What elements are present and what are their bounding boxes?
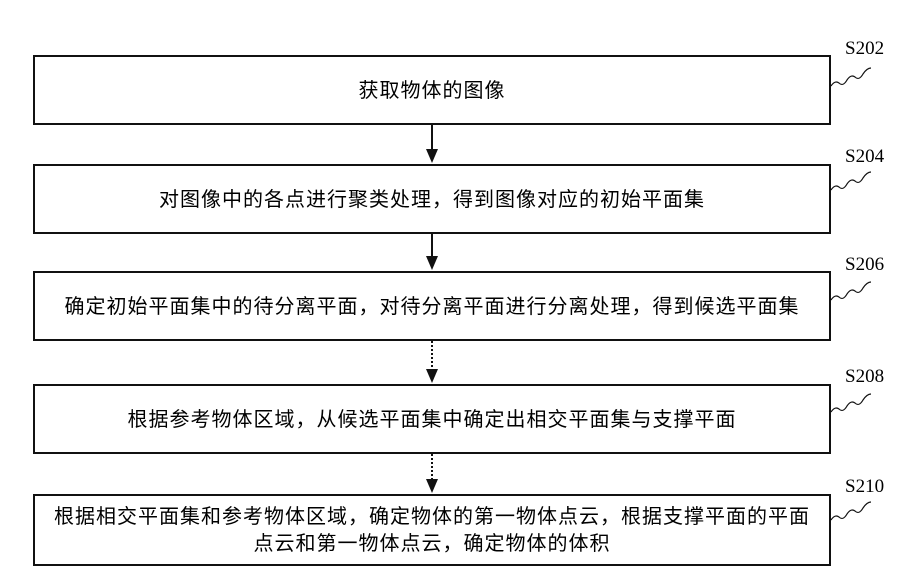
leader-line-s206 <box>831 282 871 300</box>
leader-line-s208 <box>831 394 871 412</box>
flow-arrow-2 <box>426 234 438 270</box>
leader-line-s202 <box>831 68 871 86</box>
flow-arrow-3 <box>426 341 438 383</box>
flow-arrow-4 <box>426 454 438 493</box>
flow-arrow-1 <box>426 125 438 163</box>
leader-line-s210 <box>831 502 871 520</box>
leader-line-s204 <box>831 172 871 190</box>
